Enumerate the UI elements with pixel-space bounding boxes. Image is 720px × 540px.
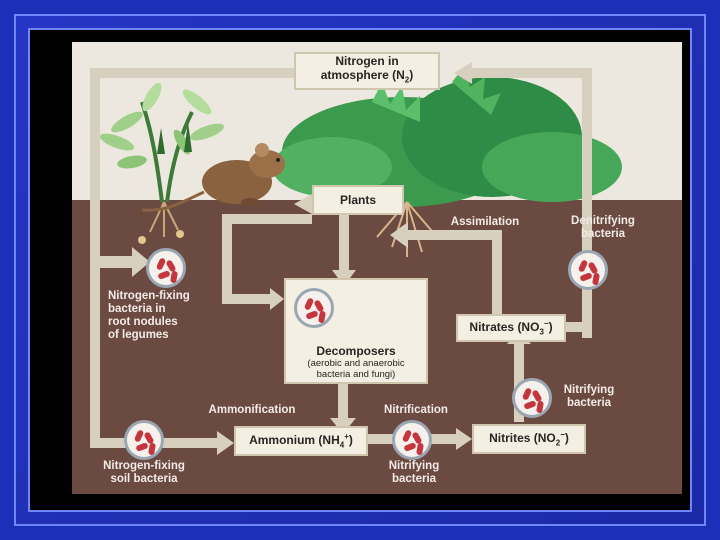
decomposers-title: Decomposers [286,344,426,358]
nitrogen-atmosphere-box: Nitrogen in atmosphere (N2) [294,52,440,90]
ammonium-label: Ammonium (NH4+) [249,432,353,449]
decomposer-bacteria-icon [294,288,334,328]
nitrogen-cycle-diagram: Nitrogen in atmosphere (N2) Plants Assim… [72,42,682,494]
legume-bacteria-icon [146,248,186,288]
assimilation-label: Assimilation [440,216,530,229]
atmosphere-line1: Nitrogen in [335,54,398,68]
legume-bacteria-label: Nitrogen-fixing bacteria in root nodules… [108,290,218,342]
nitrites-box: Nitrites (NO2−) [472,424,586,454]
ammonification-label: Ammonification [192,404,312,417]
ammonium-box: Ammonium (NH4+) [234,426,368,456]
nitrates-box: Nitrates (NO3−) [456,314,566,342]
plants-label: Plants [340,193,376,207]
nitrates-label: Nitrates (NO3−) [469,319,552,336]
soil-bacteria-icon [124,420,164,460]
nitrifying-bacteria-bottom-icon [392,420,432,460]
atmosphere-line2: atmosphere (N2) [321,68,413,87]
denitrifying-bacteria-icon [568,250,608,290]
plants-box: Plants [312,185,404,215]
nitrites-label: Nitrites (NO2−) [489,430,569,447]
nitrification-label: Nitrification [368,404,464,417]
